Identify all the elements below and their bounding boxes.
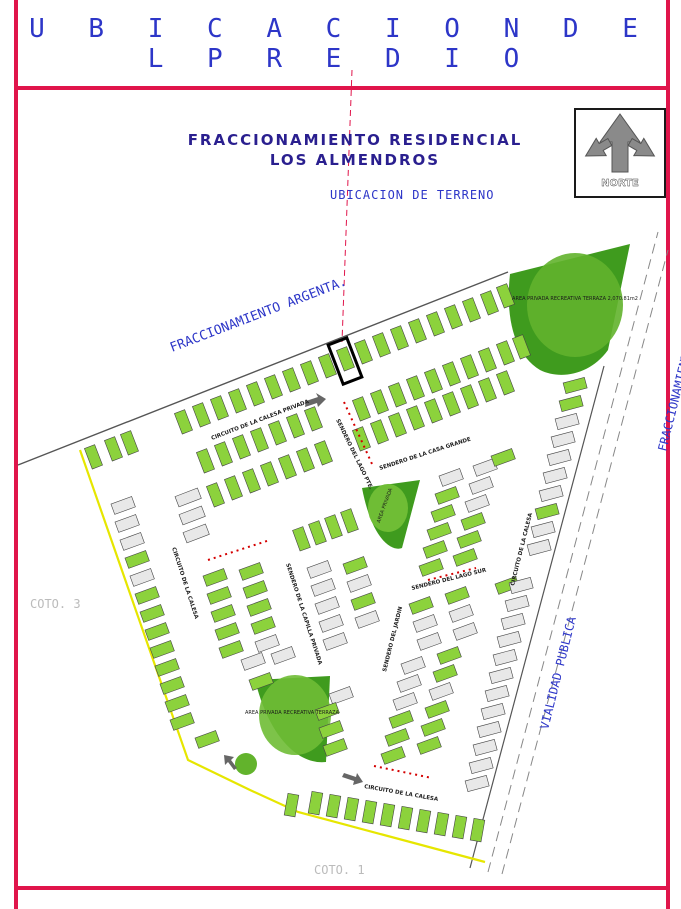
lots-row-2 (352, 334, 531, 452)
development-title: FRACCIONAMIENTO RESIDENCIAL LOS ALMENDRO… (120, 130, 590, 170)
frame-footer-divider (14, 886, 670, 890)
lots-north-row (84, 283, 515, 470)
road-edge-1 (487, 231, 659, 873)
red-dotted-lines (207, 401, 477, 779)
north-compass: NORTE (574, 108, 666, 198)
traffic-arrows (224, 393, 363, 785)
terrain-location-label: UBICACION DE TERRENO (330, 188, 495, 202)
reference-line (341, 69, 353, 343)
yellow-boundary (78, 449, 486, 864)
lots-jardin-block (380, 586, 478, 765)
north-arrow-icon: NORTE (584, 113, 656, 189)
frame-right-border (666, 0, 670, 909)
lots-capilla-block (202, 562, 296, 691)
page-title: U B I C A C I O N D E L P R E D I O (29, 14, 652, 74)
north-label: NORTE (601, 178, 639, 189)
frame-left-border (14, 0, 18, 909)
lots-casa-grande-block (418, 448, 520, 595)
frame-header-divider (14, 86, 670, 90)
lots-west-column (110, 496, 220, 749)
road-edge-3 (469, 365, 605, 869)
lots-block-nw (196, 406, 333, 508)
road-edge-2 (501, 249, 669, 875)
development-title-line1: FRACCIONAMIENTO RESIDENCIAL (187, 131, 523, 149)
development-title-line2: LOS ALMENDROS (269, 151, 441, 169)
north-boundary (17, 271, 509, 466)
roundabout (235, 753, 257, 775)
lots-center-block (292, 508, 380, 757)
lots-south-row (283, 790, 486, 843)
lots-east-column (464, 376, 588, 793)
terrain-highlight (326, 335, 364, 387)
